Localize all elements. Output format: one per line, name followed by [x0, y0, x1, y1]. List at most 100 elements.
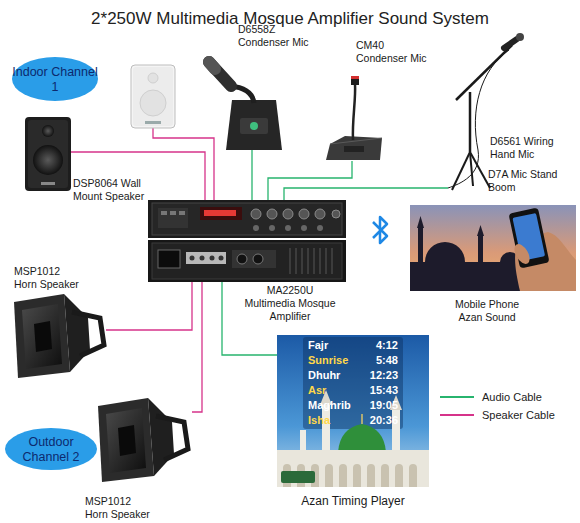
prayer-name: Maghrib [308, 399, 368, 412]
amplifier-art [219, 256, 224, 261]
amplifier-art [158, 208, 188, 228]
phone-photo [477, 225, 484, 236]
amplifier-art [161, 211, 167, 215]
prayer-name: Fajr [308, 339, 368, 352]
gooseneck-mic [326, 76, 382, 160]
desk-mic [209, 62, 282, 150]
ellipse-outline [12, 57, 98, 101]
amplifier-art [200, 256, 205, 261]
phone-photo [418, 228, 423, 291]
amplifier-art [253, 225, 259, 231]
hand-mic [516, 33, 524, 41]
device-label: D6561 Wiring Hand Mic [490, 135, 578, 161]
prayer-name: Sunrise [308, 354, 368, 367]
mic-stand [470, 152, 490, 188]
amplifier-art [158, 250, 180, 268]
gooseneck-mic [351, 76, 359, 79]
amplifier-art [186, 252, 226, 264]
white-wall-speaker [140, 90, 166, 116]
amplifier-art [285, 225, 291, 231]
black-wall-speaker [25, 117, 71, 191]
desk-mic [226, 100, 282, 150]
azan-screen [277, 335, 429, 487]
channel-name: Outdoor Channel 2 [5, 435, 97, 466]
amplifier-art [152, 203, 342, 235]
amplifier-art [200, 207, 242, 220]
device-label: Mobile Phone Azan Sound [447, 298, 527, 324]
mic-stand [452, 152, 470, 190]
amplifier-art [152, 243, 342, 279]
desk-mic [209, 62, 215, 69]
diagram-title: 2*250W Multimedia Mosque Amplifier Sound… [0, 9, 580, 29]
channel-name: Indoor Channel 1 [12, 65, 98, 96]
white-wall-speaker [131, 65, 175, 128]
black-wall-speaker [25, 117, 71, 191]
amplifier-art [267, 209, 277, 219]
mic-stand [470, 152, 473, 186]
gooseneck-mic [351, 76, 359, 85]
desk-mic [240, 118, 268, 134]
phone-photo [478, 236, 483, 291]
black-wall-speaker [42, 125, 54, 137]
speaker-cable [106, 282, 192, 330]
azan-screen [322, 405, 330, 455]
azan-screen [361, 414, 363, 424]
hand-mic [504, 39, 517, 48]
horn-speaker-art [14, 294, 104, 378]
amplifier-art [179, 211, 185, 215]
gooseneck-mic [353, 84, 355, 140]
hand-mic [504, 33, 524, 48]
prayer-name: Dhuhr [308, 369, 368, 382]
prayer-time: 4:12 [352, 339, 398, 352]
amplifier-art [315, 209, 325, 219]
amplifier: MA2250U Multimedia Mosque Amplifier [148, 200, 346, 282]
legend-swatch [440, 396, 474, 398]
amplifier-art [232, 250, 276, 268]
amplifier-art [317, 225, 323, 231]
channel-badge: Indoor Channel 1 [12, 57, 98, 101]
prayer-name: Asr [308, 384, 368, 397]
wall-speaker: DSP8064 Wall Mount Speaker [25, 117, 71, 191]
amplifier-art [253, 254, 263, 264]
black-wall-speaker [33, 145, 63, 175]
amplifier-art [210, 256, 215, 261]
azan-screen [338, 424, 386, 452]
audio-cable [268, 161, 352, 200]
white-wall-speaker [145, 121, 161, 124]
mic-stand [469, 92, 472, 152]
black-wall-speaker [41, 182, 55, 185]
azan-screen [281, 471, 315, 483]
phone-photo [417, 216, 424, 228]
speaker-wire [153, 128, 214, 200]
amplifier-art [251, 209, 261, 219]
desk-mic [209, 62, 231, 86]
mic-stand [456, 45, 512, 100]
legend-swatch [440, 414, 474, 416]
legend-text: Audio Cable [482, 389, 542, 405]
amplifier-art [299, 209, 309, 219]
amplifier-art [148, 200, 346, 238]
amplifier-art [283, 209, 293, 219]
amplifier-art [204, 210, 236, 216]
amplifier-art [301, 225, 307, 231]
prayer-time: 15:43 [352, 384, 398, 397]
gooseneck-mic: CM40 Condenser Mic [322, 75, 384, 161]
device-label: MA2250U Multimedia Mosque Amplifier [240, 284, 340, 322]
device-label: D7A Mic Stand Boom [488, 168, 576, 194]
amplifier-art [269, 225, 275, 231]
phone-photo [410, 205, 576, 291]
legend-text: Speaker Cable [482, 407, 555, 423]
phone-photo [509, 207, 550, 268]
channel-badge: Outdoor Channel 2 [5, 428, 97, 470]
amplifier-art [148, 200, 346, 282]
desk-mic [250, 122, 258, 130]
bluetooth-symbol [373, 217, 387, 243]
amplifier-art [148, 240, 346, 282]
azan-player: Azan Timing Player [277, 335, 429, 487]
prayer-time: 20:36 [352, 414, 398, 427]
prayer-time: 5:48 [352, 354, 398, 367]
ellipse-outline [5, 428, 97, 470]
gooseneck-mic [330, 138, 382, 144]
horn-speaker: MSP1012 Horn Speaker [12, 292, 106, 378]
